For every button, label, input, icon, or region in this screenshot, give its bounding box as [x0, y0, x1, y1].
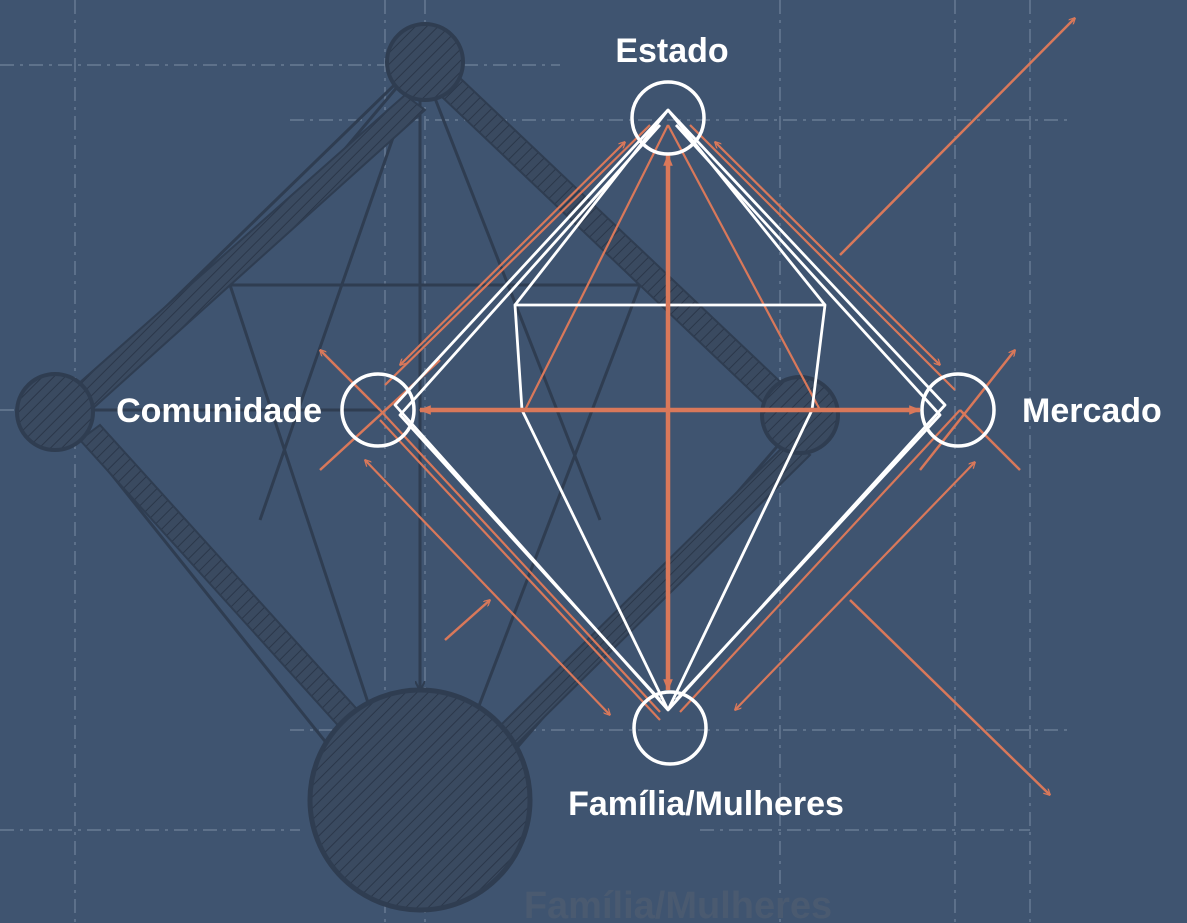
central-arrows [418, 153, 922, 692]
label-mercado: Mercado [1022, 392, 1162, 430]
ghost-node-top [385, 22, 465, 102]
node-bottom-circle [632, 690, 708, 766]
label-familia-mulheres: Família/Mulheres [568, 785, 844, 823]
edge-arrows [365, 124, 975, 721]
ghost-node-left [15, 372, 95, 452]
ghost-label-familia-mulheres: Família/Mulheres [524, 885, 832, 923]
node-top-circle [630, 80, 706, 156]
node-right-circle [920, 372, 996, 448]
ghost-node-right [760, 375, 840, 455]
ghost-node-bottom [307, 687, 533, 913]
guide-lines [0, 0, 1070, 923]
label-estado: Estado [615, 32, 728, 70]
label-comunidade: Comunidade [116, 392, 322, 430]
node-left-circle [340, 372, 416, 448]
